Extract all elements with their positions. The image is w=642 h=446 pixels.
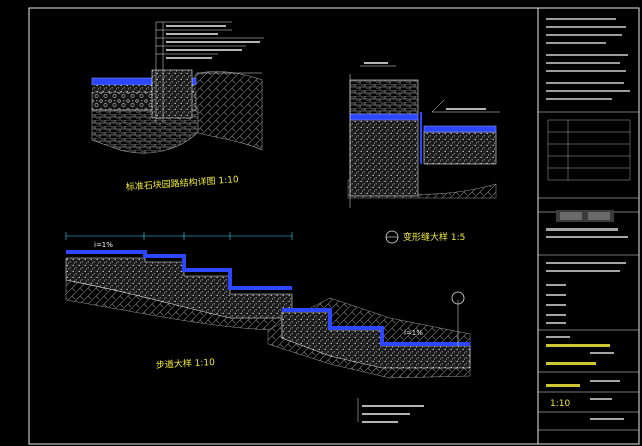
- firm-logo: [556, 210, 614, 222]
- dimension-ticks: [65, 232, 293, 240]
- joint-base-left: [349, 117, 419, 197]
- section-annotation-placeholders: [362, 405, 424, 423]
- title-block-yellow-placeholders: [546, 344, 610, 387]
- joint-slab-left: [349, 113, 419, 121]
- detail-marker-section: [451, 291, 465, 305]
- title-step-detail: 步道大样 1:10: [156, 356, 216, 371]
- step-walkway-detail: i=1% 步道大样 1:10: [65, 232, 301, 371]
- joint-upper-block: [349, 79, 419, 115]
- joint-annotation-placeholders: [364, 62, 486, 110]
- step-section-detail: i=1%: [267, 291, 471, 423]
- title-block-field-placeholders: [546, 228, 628, 420]
- paving-section-detail: 标准石块园路结构详图 1:10: [91, 21, 264, 193]
- slope-label-upper: i=1%: [94, 241, 113, 249]
- title-block: 1:10: [538, 18, 639, 431]
- title-curb-detail: 标准石块园路结构详图 1:10: [125, 173, 239, 193]
- expansion-joint-detail: 变形缝大样 1:5: [347, 62, 500, 244]
- title-block-notes-placeholders: [546, 18, 630, 100]
- drawing-frame: [28, 7, 640, 445]
- step-slab: [66, 250, 292, 290]
- annotation-placeholders: [166, 25, 260, 59]
- section-slab: [282, 308, 470, 346]
- curb-stone: [151, 69, 193, 119]
- slope-label-lower: i=1%: [404, 329, 423, 337]
- leader-lines: [155, 21, 264, 122]
- title-block-scale: 1:10: [550, 399, 570, 409]
- joint-slab-right: [423, 125, 497, 133]
- step-fill: [65, 257, 293, 319]
- title-block-rules: [538, 111, 639, 431]
- mortar-layer: [92, 85, 196, 92]
- revision-grid: [547, 119, 631, 181]
- title-joint-detail: 变形缝大样 1:5: [403, 231, 465, 243]
- earth-base-left: [91, 107, 199, 154]
- earth-mound: [194, 71, 263, 151]
- joint-base-right: [423, 131, 497, 165]
